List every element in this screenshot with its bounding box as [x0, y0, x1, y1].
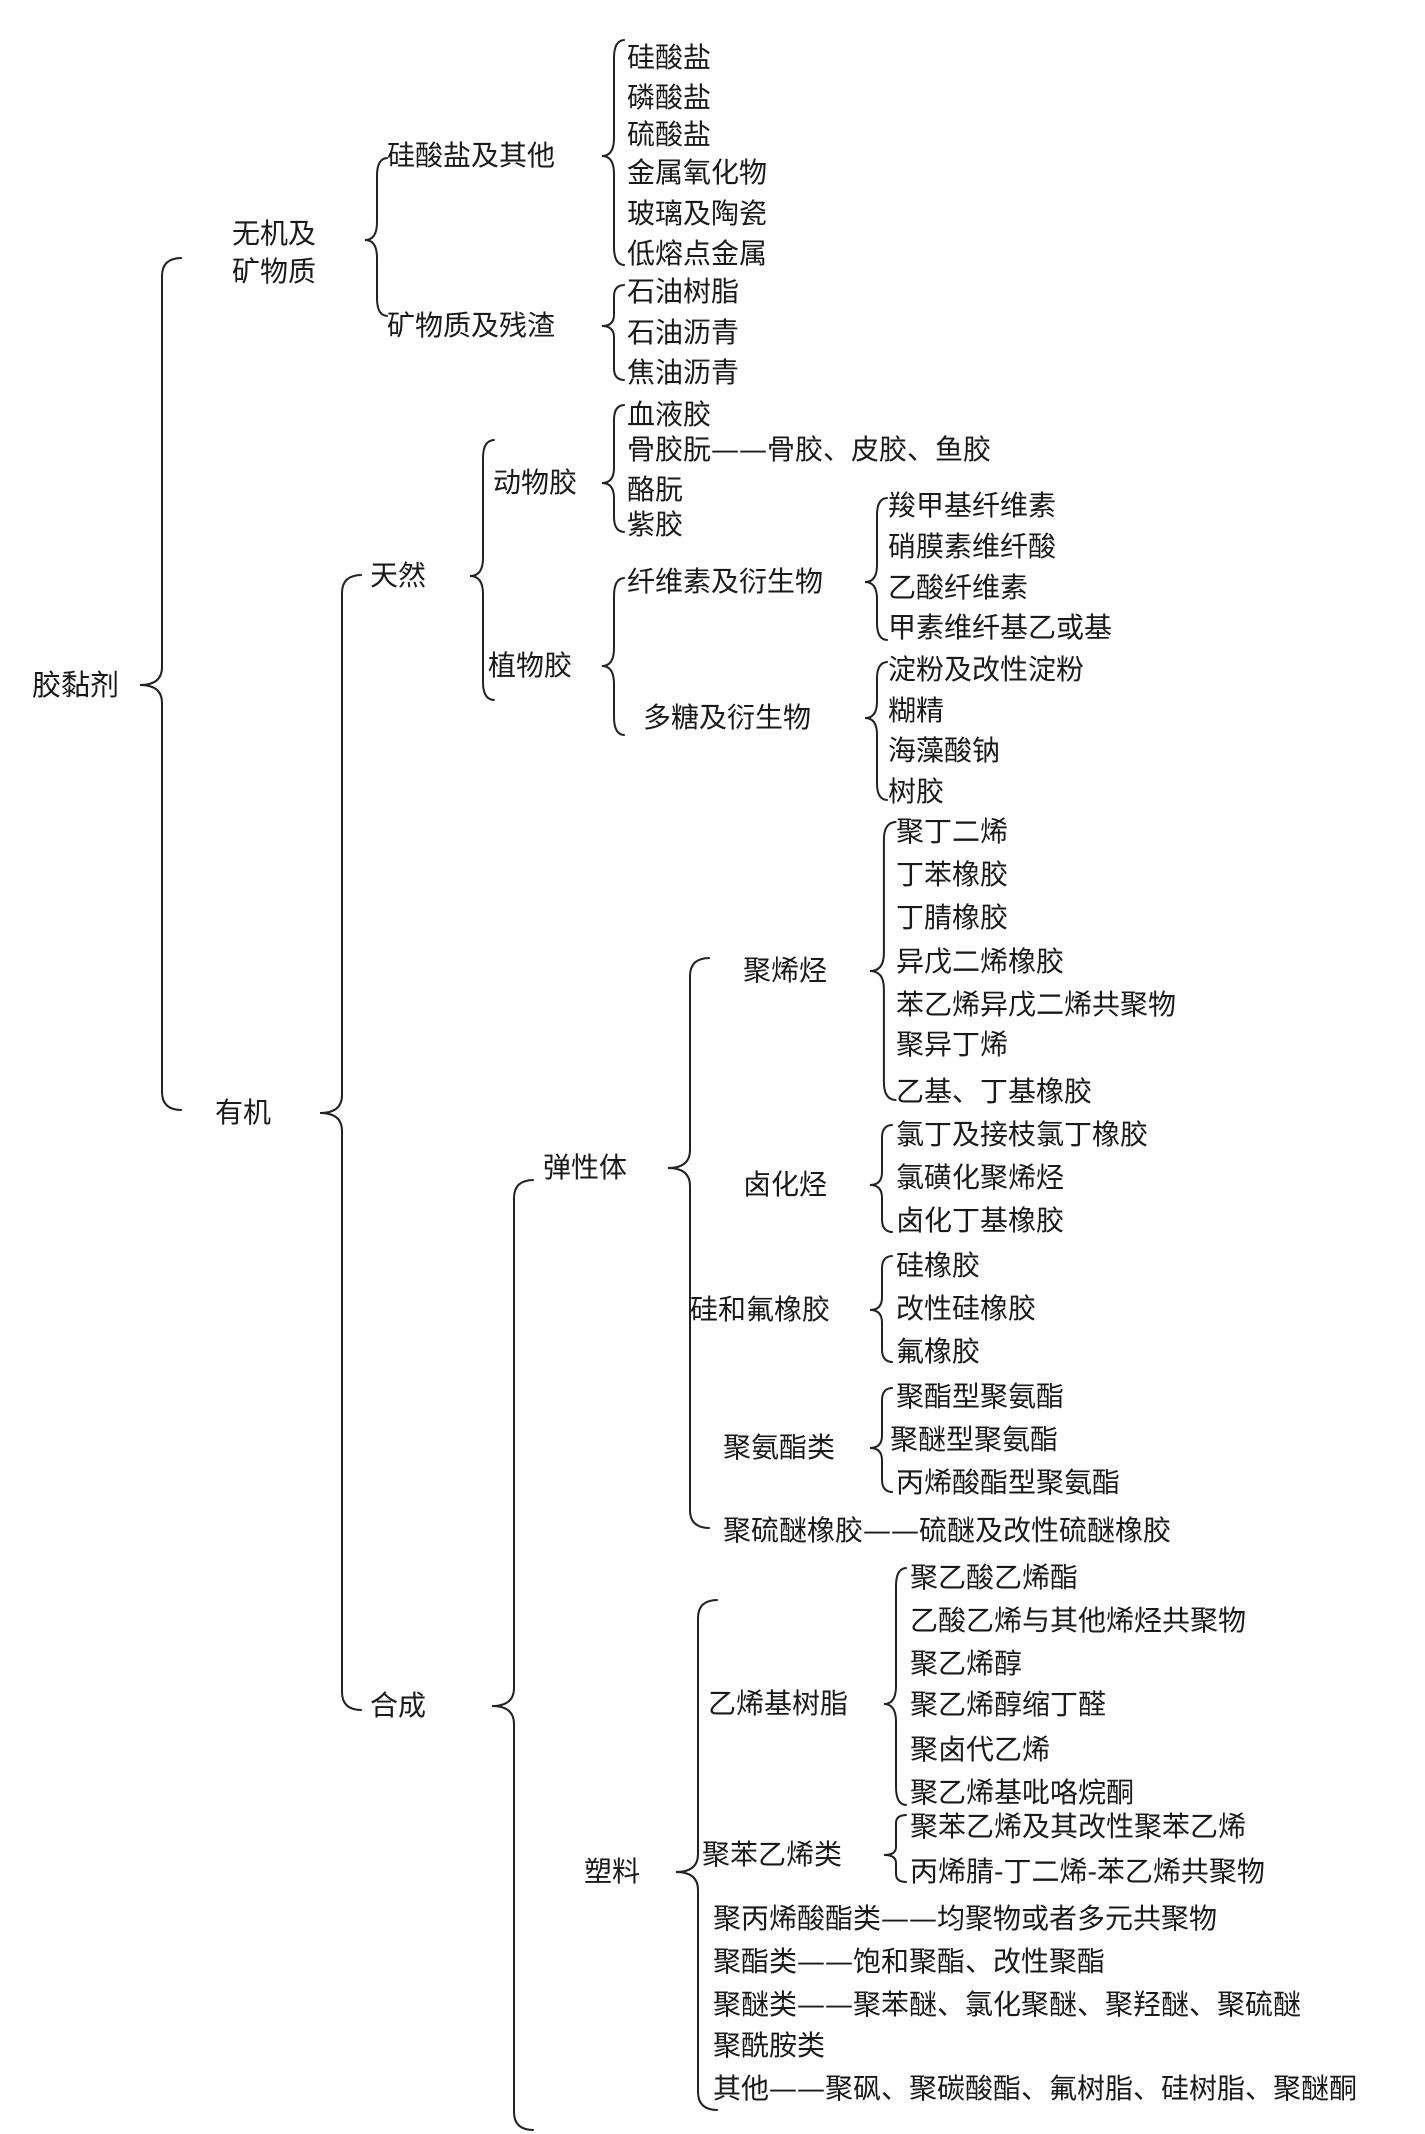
node-plastics: 塑料 [584, 1855, 641, 1888]
leaf-silicate: 硅酸盐 [627, 41, 712, 74]
leaf-glass-ceramic: 玻璃及陶瓷 [627, 197, 768, 230]
leaf-polyether: 聚醚类——聚苯醚、氯化聚醚、聚羟醚、聚硫醚 [713, 1988, 1302, 2021]
leaf-abs: 丙烯腈-丁二烯-苯乙烯共聚物 [910, 1855, 1265, 1888]
leaf-modified-silicone: 改性硅橡胶 [896, 1292, 1037, 1325]
node-inorganic-line1: 无机及 [232, 217, 317, 250]
brace-polyurethane [869, 1387, 893, 1493]
leaf-nitrocellulose: 硝膜素维纤酸 [888, 530, 1057, 563]
leaf-polyvinyl-halide: 聚卤代乙烯 [910, 1733, 1051, 1766]
node-vinyl-resin: 乙烯基树脂 [708, 1687, 849, 1720]
leaf-phosphate: 磷酸盐 [627, 81, 712, 114]
brace-silicate-others [601, 39, 625, 266]
node-elastomer: 弹性体 [543, 1151, 628, 1184]
brace-synthetic [491, 1179, 534, 2131]
node-silicone-fluoro-rubber: 硅和氟橡胶 [690, 1293, 831, 1326]
node-cellulose-derivatives: 纤维素及衍生物 [627, 565, 824, 598]
brace-vinyl-resin [883, 1567, 907, 1806]
leaf-collagen: 骨胶朊——骨胶、皮胶、鱼胶 [627, 433, 992, 466]
leaf-dextrin: 糊精 [888, 694, 945, 727]
brace-silicone-fluoro [869, 1255, 893, 1363]
brace-inorganic [364, 157, 388, 317]
leaf-tar-asphalt: 焦油沥青 [627, 356, 740, 389]
leaf-gum: 树胶 [888, 775, 945, 808]
leaf-chlorosulfonated: 氯磺化聚烯烃 [896, 1161, 1065, 1194]
leaf-polyester-pu: 聚酯型聚氨酯 [896, 1380, 1065, 1413]
leaf-styrene-isoprene: 苯乙烯异戊二烯共聚物 [896, 988, 1177, 1021]
leaf-polyester: 聚酯类——饱和聚酯、改性聚酯 [713, 1945, 1106, 1978]
node-polysaccharide-derivatives: 多糖及衍生物 [643, 701, 812, 734]
leaf-sbr: 丁苯橡胶 [896, 858, 1009, 891]
leaf-silicone-rubber: 硅橡胶 [896, 1249, 981, 1282]
leaf-others: 其他——聚砜、聚碳酸酯、氟树脂、硅树脂、聚醚酮 [713, 2072, 1358, 2105]
leaf-vac-copolymer: 乙酸乙烯与其他烯烃共聚物 [910, 1604, 1247, 1637]
brace-polystyrene [883, 1814, 907, 1883]
leaf-methylcellulose: 甲素维纤基乙或基 [888, 611, 1113, 644]
leaf-cmc: 羧甲基纤维素 [888, 489, 1057, 522]
leaf-pvb: 聚乙烯醇缩丁醛 [910, 1688, 1107, 1721]
brace-vegetable-glue [601, 577, 625, 736]
node-polyolefin: 聚烯烃 [743, 954, 828, 987]
leaf-polyether-pu: 聚醚型聚氨酯 [890, 1423, 1059, 1456]
node-root: 胶黏剂 [32, 668, 120, 702]
leaf-pva: 聚乙烯醇 [910, 1647, 1023, 1680]
leaf-polystyrene-modified: 聚苯乙烯及其改性聚苯乙烯 [910, 1810, 1247, 1843]
leaf-low-melting-metal: 低熔点金属 [627, 237, 768, 270]
leaf-cellulose-acetate: 乙酸纤维素 [888, 571, 1029, 604]
node-mineral-residue: 矿物质及残渣 [387, 309, 556, 342]
brace-root [139, 257, 182, 1111]
leaf-blood-glue: 血液胶 [627, 398, 712, 431]
node-polystyrene-class: 聚苯乙烯类 [702, 1838, 843, 1871]
leaf-casein: 酪朊 [627, 473, 684, 506]
leaf-sodium-alginate: 海藻酸钠 [888, 734, 1001, 767]
leaf-ethyl-butyl-rubber: 乙基、丁基橡胶 [896, 1075, 1093, 1108]
brace-cellulose [864, 497, 888, 641]
brace-halogenated [869, 1124, 893, 1233]
leaf-polysulfide-rubber: 聚硫醚橡胶——硫醚及改性硫醚橡胶 [723, 1514, 1172, 1547]
brace-polyolefin [869, 821, 897, 1101]
brace-natural [469, 439, 495, 701]
leaf-polyacrylate: 聚丙烯酸酯类——均聚物或者多元共聚物 [713, 1902, 1218, 1935]
leaf-isoprene-rubber: 异戊二烯橡胶 [896, 945, 1065, 978]
node-silicate-and-others: 硅酸盐及其他 [387, 139, 556, 172]
node-organic: 有机 [215, 1096, 272, 1129]
node-polyurethane: 聚氨酯类 [723, 1431, 836, 1464]
leaf-petroleum-resin: 石油树脂 [627, 275, 740, 308]
node-vegetable-glue: 植物胶 [488, 649, 573, 682]
leaf-shellac: 紫胶 [627, 508, 684, 541]
brace-organic [319, 574, 362, 1711]
leaf-polyamide: 聚酰胺类 [713, 2029, 826, 2062]
leaf-fluoro-rubber: 氟橡胶 [896, 1335, 981, 1368]
leaf-sulfate: 硫酸盐 [627, 118, 712, 151]
node-halogenated-hydrocarbon: 卤化烃 [743, 1168, 828, 1201]
leaf-pvac: 聚乙酸乙烯酯 [910, 1561, 1079, 1594]
leaf-halobutyl: 卤化丁基橡胶 [896, 1204, 1065, 1237]
brace-elastomer [667, 957, 710, 1529]
leaf-chloroprene: 氯丁及接枝氯丁橡胶 [896, 1118, 1149, 1151]
leaf-metal-oxide: 金属氧化物 [627, 156, 768, 189]
leaf-acrylate-pu: 丙烯酸酯型聚氨酯 [896, 1466, 1121, 1499]
leaf-polybutadiene: 聚丁二烯 [896, 815, 1009, 848]
leaf-polyisobutylene: 聚异丁烯 [896, 1028, 1009, 1061]
node-natural: 天然 [370, 559, 427, 592]
node-synthetic: 合成 [370, 1689, 427, 1722]
leaf-nbr: 丁腈橡胶 [896, 901, 1009, 934]
leaf-pvp: 聚乙烯基吡咯烷酮 [910, 1776, 1135, 1809]
brace-polysaccharide [864, 661, 888, 801]
node-inorganic-line2: 矿物质 [232, 255, 317, 288]
brace-plastics [675, 1599, 718, 2111]
node-animal-glue: 动物胶 [493, 466, 578, 499]
brace-animal-glue [601, 404, 625, 533]
brace-mineral-residue [601, 284, 625, 381]
leaf-starch: 淀粉及改性淀粉 [888, 653, 1085, 686]
leaf-petroleum-asphalt: 石油沥青 [627, 316, 740, 349]
